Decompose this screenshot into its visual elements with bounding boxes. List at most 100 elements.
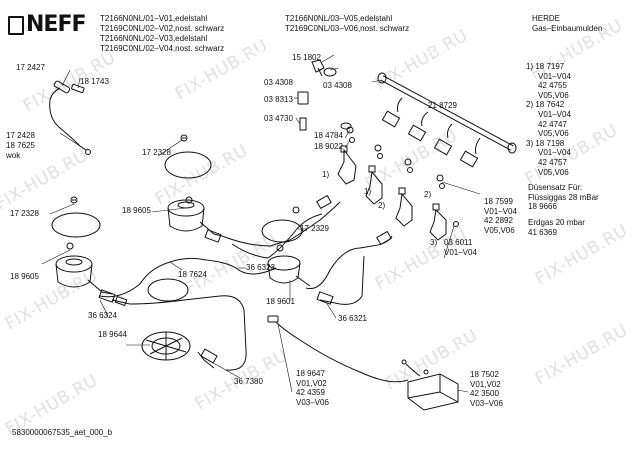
burner-cup-part [267, 255, 311, 287]
part-number-label: 03 4308 [323, 81, 352, 90]
gasket-ring-part [261, 219, 303, 243]
part-number-line: V03–V06 [470, 398, 503, 408]
note-line: V01–V04 [538, 148, 571, 158]
category: HERDE Gas–Einbaumulden [532, 14, 602, 34]
part-variant-label: wok [6, 151, 21, 160]
model-line: T2166N0NL/03–V05,edelstahl [285, 14, 393, 23]
part-number-label: 17 2428 [6, 131, 35, 140]
note-line: 42 4757 [538, 157, 567, 167]
part-number-label: 03 8313 [264, 95, 293, 104]
part-number-block: 18 7502 V01,V02 42 3500 V03–V06 [470, 370, 503, 408]
pipe-nut-part [98, 289, 128, 307]
part-number-label: 17 2427 [16, 63, 45, 72]
callout-label: 2) [378, 201, 386, 210]
screw-part [292, 206, 300, 214]
pipe-nut-part [200, 348, 218, 364]
note-line: V01–V04 [538, 71, 571, 81]
note-line: 42 4755 [538, 81, 567, 91]
note-line: V05,V06 [538, 129, 569, 139]
logo-mark-icon [8, 15, 24, 35]
model-line: T2166N0NL/01–V01,edelstahl [100, 14, 208, 23]
note-line: Flüssiggas 28 mBar [528, 192, 599, 202]
variant-notes: 1) 18 7197 V01–V04 42 4755 V05,V06 2) 18… [526, 62, 571, 177]
model-line: T2169C0NL/02–V04,nost. schwarz [100, 44, 225, 53]
gas-valve-part [365, 165, 383, 205]
note-line: Erdgas 20 mbar [528, 218, 585, 227]
gas-pipe-part [99, 201, 393, 371]
pipe-nut-part [204, 229, 222, 243]
part-number-label: 03 4730 [264, 114, 293, 123]
part-number-label: 03 4308 [264, 78, 293, 87]
part-number-line: V01–V04 [484, 206, 517, 216]
part-number-label: 18 9022 [314, 142, 343, 151]
note-line: 2) 18 7642 [526, 100, 565, 110]
category-line: Gas–Einbaumulden [532, 24, 603, 33]
part-number-line: 42 2892 [484, 216, 513, 226]
part-number-line: V03–V06 [296, 397, 329, 407]
screw-part [66, 242, 74, 250]
pipe-nut-part [316, 291, 334, 305]
note-line: V05,V06 [538, 167, 569, 177]
part-number-line: 42 3500 [470, 389, 499, 399]
pipe-nut-part [316, 194, 332, 210]
part-number-label: 36 6323 [246, 263, 275, 272]
note-line: V05,V06 [538, 90, 569, 100]
gas-valve-part [395, 187, 413, 227]
screw-part [180, 134, 188, 142]
part-number-line: V01,V02 [470, 379, 501, 389]
part-number-line: V01,V02 [296, 378, 327, 388]
note-line: 42 4747 [538, 119, 567, 129]
wok-burner-ring-part [141, 331, 191, 361]
model-line: T2169C0NL/03–V06,nost. schwarz [285, 24, 410, 33]
callout-label: 1) [364, 187, 372, 196]
fitting-part [297, 59, 352, 131]
note-line: 1) 18 7197 [526, 62, 565, 71]
gas-manifold-part [377, 72, 517, 155]
part-number-label: 18 4784 [314, 131, 343, 140]
pipe-nut-part [376, 230, 392, 246]
part-number-line: 03 6011 [444, 238, 473, 247]
note-line: 41 6369 [528, 227, 557, 237]
callout-label: 1) [322, 170, 330, 179]
part-number-label: 36 7380 [234, 377, 263, 386]
part-number-block: 18 7599 V01–V04 42 2892 V05,V06 [484, 197, 517, 235]
brand-name: NEFF [26, 12, 86, 37]
model-line: T2166N0NL/02–V03,edelstahl [100, 34, 208, 43]
part-number-label: 17 2328 [142, 148, 171, 157]
gasket-ring-part [164, 151, 212, 179]
part-number-label: 21 8729 [428, 101, 457, 110]
gasket-ring-part [147, 278, 189, 302]
natural-gas-note: Erdgas 20 mbar 41 6369 [528, 218, 585, 237]
note-line: V01–V04 [538, 109, 571, 119]
valve-body-part [381, 110, 479, 168]
gas-valve-part [429, 203, 447, 241]
burner-cup-part [167, 199, 223, 237]
ignition-cable-part [49, 80, 91, 155]
part-number-label: 17 2328 [10, 209, 39, 218]
category-line: HERDE [532, 14, 561, 23]
callout-label: 2) [424, 190, 432, 199]
part-number-line: V01–V04 [444, 247, 477, 257]
burner-cup-part [55, 255, 113, 295]
part-number-label: 36 6324 [88, 311, 117, 320]
part-number-label: 18 9605 [122, 206, 151, 215]
part-number-label: 18 9605 [10, 272, 39, 281]
part-number-block: 18 9647 V01,V02 42 4359 V03–V06 [296, 369, 329, 407]
document-id: 5830000067535_aet_000_b [12, 428, 113, 437]
part-number-line: 18 7502 [470, 370, 499, 379]
seal-ring-part [346, 126, 459, 227]
model-list-mid: T2166N0NL/03–V05,edelstahl T2169C0NL/03–… [285, 14, 409, 34]
ignition-module-part [401, 359, 459, 411]
note-line: Düsensatz Für: [528, 183, 583, 192]
part-number-label: 18 1743 [80, 77, 109, 86]
part-number-label: 18 9644 [98, 330, 127, 339]
note-line: 18 9666 [528, 202, 557, 212]
part-number-line: 18 9647 [296, 369, 325, 378]
screw-part [70, 196, 78, 204]
gasket-ring-part [51, 212, 101, 238]
gas-valve-part [337, 145, 357, 185]
note-line: 3) 18 7198 [526, 138, 565, 148]
part-number-label: 17 2329 [300, 224, 329, 233]
